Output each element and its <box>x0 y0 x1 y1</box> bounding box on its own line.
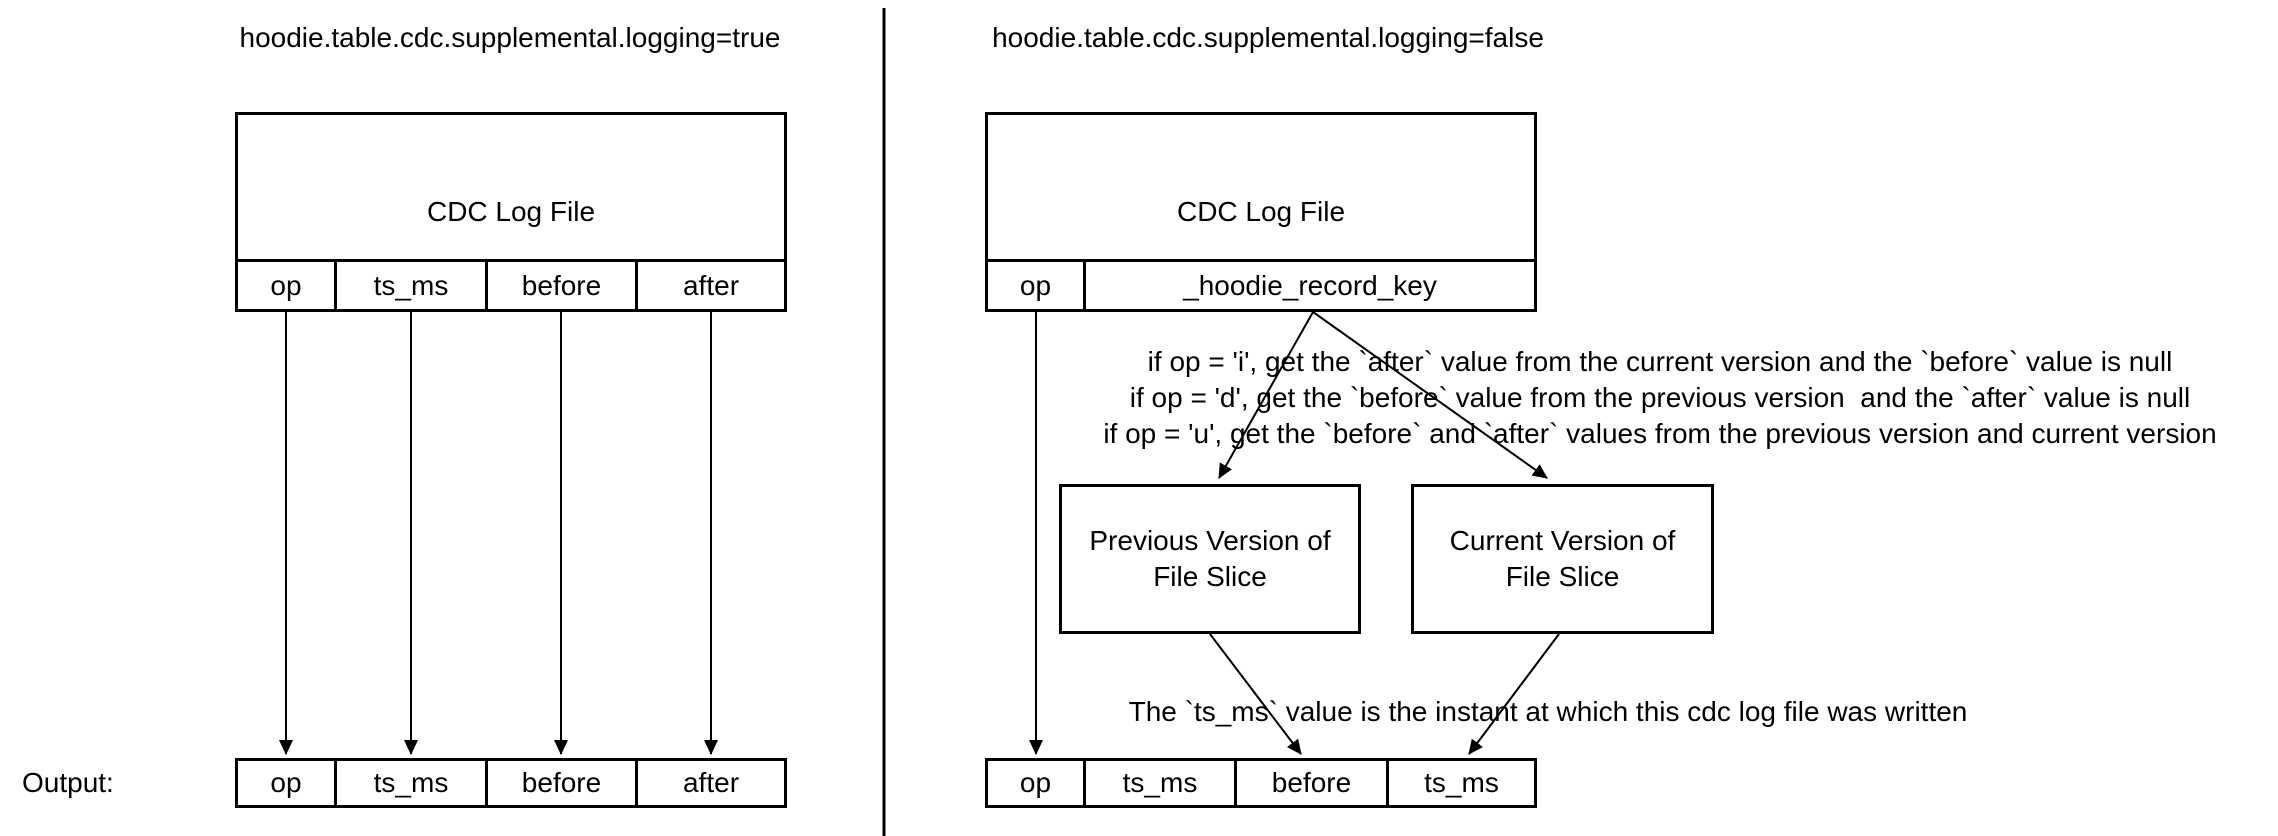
right-cdc-col-op: op <box>1019 269 1052 301</box>
left-cdc-col-after: after <box>635 262 784 309</box>
rule-op-delete: if op = 'd', get the `before` value from… <box>1129 382 2191 413</box>
right-cdc-log-file-box: CDC Log File op _hoodie_record_key <box>985 112 1537 312</box>
left-output-cell-after: after <box>635 761 784 805</box>
ts-ms-note-text: The `ts_ms` value is the instant at whic… <box>1128 696 1968 727</box>
left-output-cell-before: before <box>485 761 635 805</box>
left-output-cell-op: op <box>270 767 302 798</box>
left-cdc-log-file-box: CDC Log File op ts_ms before after <box>235 112 787 312</box>
right-output-cell-tsms2: ts_ms <box>1386 761 1534 805</box>
right-cdc-column-row: op _hoodie_record_key <box>988 259 1534 309</box>
left-panel-title: hoodie.table.cdc.supplemental.logging=tr… <box>239 22 781 53</box>
left-output-row: op ts_ms before after <box>235 758 787 808</box>
right-output-cell-op: op <box>1019 767 1052 798</box>
right-panel-title: hoodie.table.cdc.supplemental.logging=fa… <box>992 22 1544 53</box>
output-label: Output: <box>22 767 114 798</box>
current-version-file-slice-box: Current Version of File Slice <box>1411 484 1714 634</box>
right-output-row: op ts_ms before ts_ms <box>985 758 1537 808</box>
left-cdc-column-row: op ts_ms before after <box>238 259 784 309</box>
right-cdc-col-recordkey: _hoodie_record_key <box>1083 262 1534 309</box>
rule-op-update: if op = 'u', get the `before` and `after… <box>1103 418 2217 449</box>
left-output-cell-tsms: ts_ms <box>334 761 485 805</box>
previous-version-file-slice-box: Previous Version of File Slice <box>1059 484 1361 634</box>
right-output-cell-tsms: ts_ms <box>1083 761 1234 805</box>
left-cdc-col-tsms: ts_ms <box>334 262 485 309</box>
left-cdc-col-op: op <box>270 269 302 301</box>
op-rules-text-block: if op = 'i', get the `after` value from … <box>1020 344 2278 452</box>
left-cdc-box-label: CDC Log File <box>426 196 596 227</box>
right-output-cell-before: before <box>1234 761 1386 805</box>
rule-op-insert: if op = 'i', get the `after` value from … <box>1147 346 2173 377</box>
right-cdc-box-label: CDC Log File <box>1176 196 1346 227</box>
left-cdc-col-before: before <box>485 262 635 309</box>
